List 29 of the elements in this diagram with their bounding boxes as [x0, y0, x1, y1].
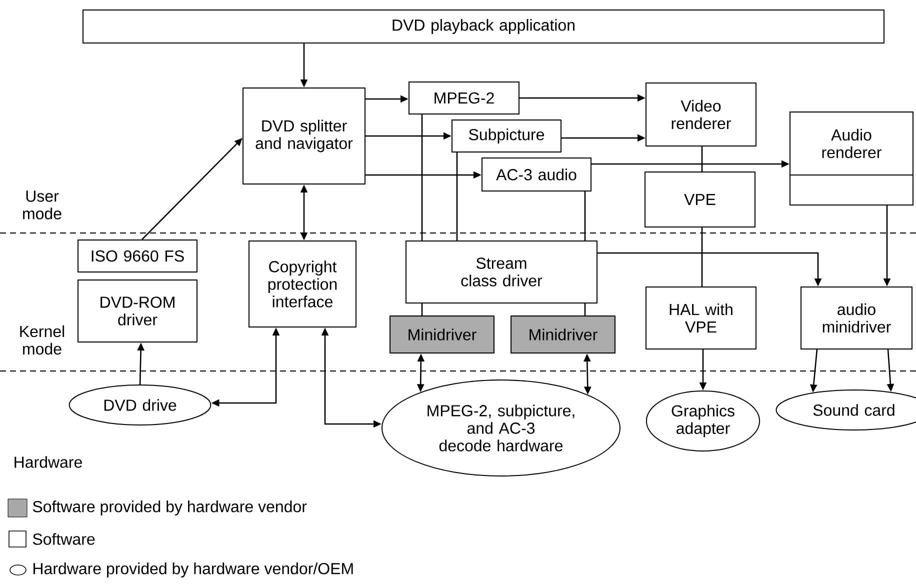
legend-text: Software [32, 533, 95, 545]
mode-label: Hardware [14, 456, 82, 468]
process-box: Video renderer [646, 82, 756, 146]
connector-line [584, 192, 586, 240]
process-box: DVD-ROM driver [78, 280, 198, 342]
process-box: Copyright protection interface [248, 240, 356, 328]
minidriver-box: Minidriver [510, 316, 616, 354]
process-box: DVD splitter and navigator [242, 88, 366, 184]
process-box: audio minidriver [800, 286, 912, 350]
legend-text: Software provided by hardware vendor [32, 500, 307, 516]
minidriver-box: Minidriver [390, 316, 494, 354]
connector-line [701, 146, 703, 172]
process-box: MPEG-2 [408, 82, 520, 114]
connector-line [584, 304, 586, 316]
process-box: VPE [644, 172, 756, 228]
connector-line [456, 152, 458, 240]
mode-label: User mode [23, 190, 62, 220]
connector-line [421, 114, 423, 240]
process-box: HAL with VPE [646, 286, 756, 350]
process-box: Subpicture [452, 120, 562, 152]
box [790, 174, 914, 206]
mode-label: Kernel mode [20, 325, 64, 355]
legend-text: Hardware provided by hardware vendor/OEM [34, 562, 353, 578]
process-box: DVD playback application [82, 10, 884, 44]
connector-line [421, 304, 423, 316]
process-box: ISO 9660 FS [78, 240, 198, 272]
connector-line [701, 228, 703, 286]
process-box: AC-3 audio [482, 158, 592, 192]
process-box: Stream class driver [406, 240, 598, 304]
